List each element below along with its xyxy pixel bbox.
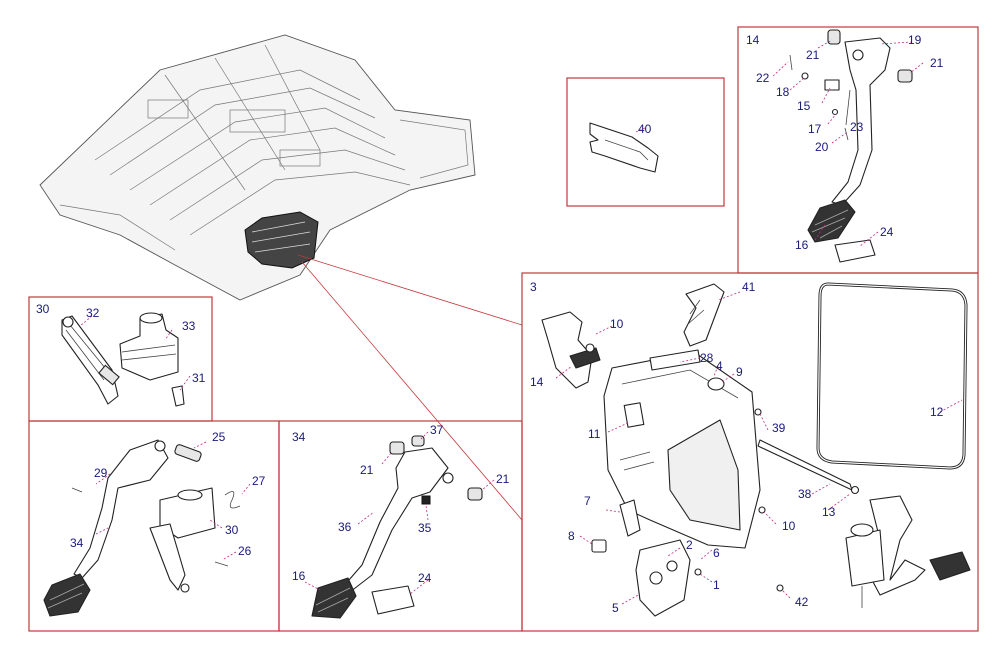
bracket-panel-frame [566, 77, 725, 207]
svg-text:14: 14 [530, 375, 544, 389]
svg-text:30: 30 [225, 523, 239, 537]
main-assembly-callouts: 41 10 14 28 4 9 11 39 12 38 13 10 7 8 2 … [530, 280, 944, 615]
svg-text:16: 16 [292, 569, 306, 583]
main-assembly-panel-frame [521, 272, 979, 632]
master-cylinder-panel-frame [28, 296, 213, 422]
pedal-34-drawing [304, 431, 495, 619]
svg-text:5: 5 [612, 601, 619, 615]
svg-text:38: 38 [798, 487, 812, 501]
svg-text:27: 27 [252, 474, 266, 488]
svg-text:8: 8 [568, 529, 575, 543]
vehicle-floor-illustration [39, 34, 523, 521]
svg-text:19: 19 [908, 33, 922, 47]
svg-text:22: 22 [756, 71, 770, 85]
svg-text:1: 1 [713, 578, 720, 592]
svg-text:7: 7 [584, 494, 591, 508]
svg-text:21: 21 [806, 48, 820, 62]
svg-text:11: 11 [588, 427, 601, 441]
svg-text:9: 9 [736, 365, 743, 379]
svg-text:26: 26 [238, 544, 252, 558]
svg-text:28: 28 [700, 351, 714, 365]
svg-text:37: 37 [430, 423, 444, 437]
svg-text:13: 13 [822, 505, 836, 519]
svg-text:32: 32 [86, 306, 100, 320]
svg-text:34: 34 [70, 536, 84, 550]
pedal-34-callouts: 37 21 21 35 36 16 24 [292, 423, 510, 585]
pedal-34-panel-header: 34 [292, 430, 306, 444]
svg-text:25: 25 [212, 430, 226, 444]
svg-text:4: 4 [716, 359, 723, 373]
svg-text:21: 21 [930, 56, 944, 70]
svg-text:21: 21 [496, 472, 510, 486]
svg-text:41: 41 [742, 280, 756, 294]
label-40: 40 [638, 122, 652, 136]
svg-text:24: 24 [880, 225, 894, 239]
svg-text:10: 10 [610, 317, 624, 331]
svg-text:16: 16 [795, 238, 809, 252]
svg-text:35: 35 [418, 521, 432, 535]
svg-text:18: 18 [776, 85, 790, 99]
main-assembly-drawing [541, 282, 971, 617]
svg-text:24: 24 [418, 571, 432, 585]
bracket-40-drawing [589, 122, 659, 173]
svg-text:42: 42 [795, 595, 809, 609]
svg-text:36: 36 [338, 520, 352, 534]
brake-pedal-callouts: 21 19 22 18 21 15 17 23 20 16 24 [756, 33, 944, 252]
svg-text:10: 10 [782, 519, 796, 533]
svg-text:39: 39 [772, 421, 786, 435]
svg-text:2: 2 [686, 538, 693, 552]
svg-text:12: 12 [930, 405, 944, 419]
clutch-pedal-drawing [43, 439, 251, 617]
clutch-pedal-callouts: 25 29 27 34 30 26 [70, 430, 266, 558]
svg-text:21: 21 [360, 463, 374, 477]
brake-panel-header: 14 [746, 33, 760, 47]
master-cylinder-drawing [61, 312, 191, 407]
master-cylinder-callouts: 30 32 33 31 [36, 302, 206, 385]
svg-text:17: 17 [808, 122, 822, 136]
main-panel-header: 3 [530, 280, 537, 294]
svg-text:20: 20 [815, 140, 829, 154]
brake-pedal-drawing [772, 29, 924, 263]
svg-text:30: 30 [36, 302, 50, 316]
svg-text:6: 6 [713, 546, 720, 560]
svg-text:29: 29 [94, 466, 108, 480]
svg-text:15: 15 [797, 99, 811, 113]
svg-text:23: 23 [850, 120, 864, 134]
svg-text:33: 33 [182, 319, 196, 333]
svg-text:31: 31 [192, 371, 206, 385]
